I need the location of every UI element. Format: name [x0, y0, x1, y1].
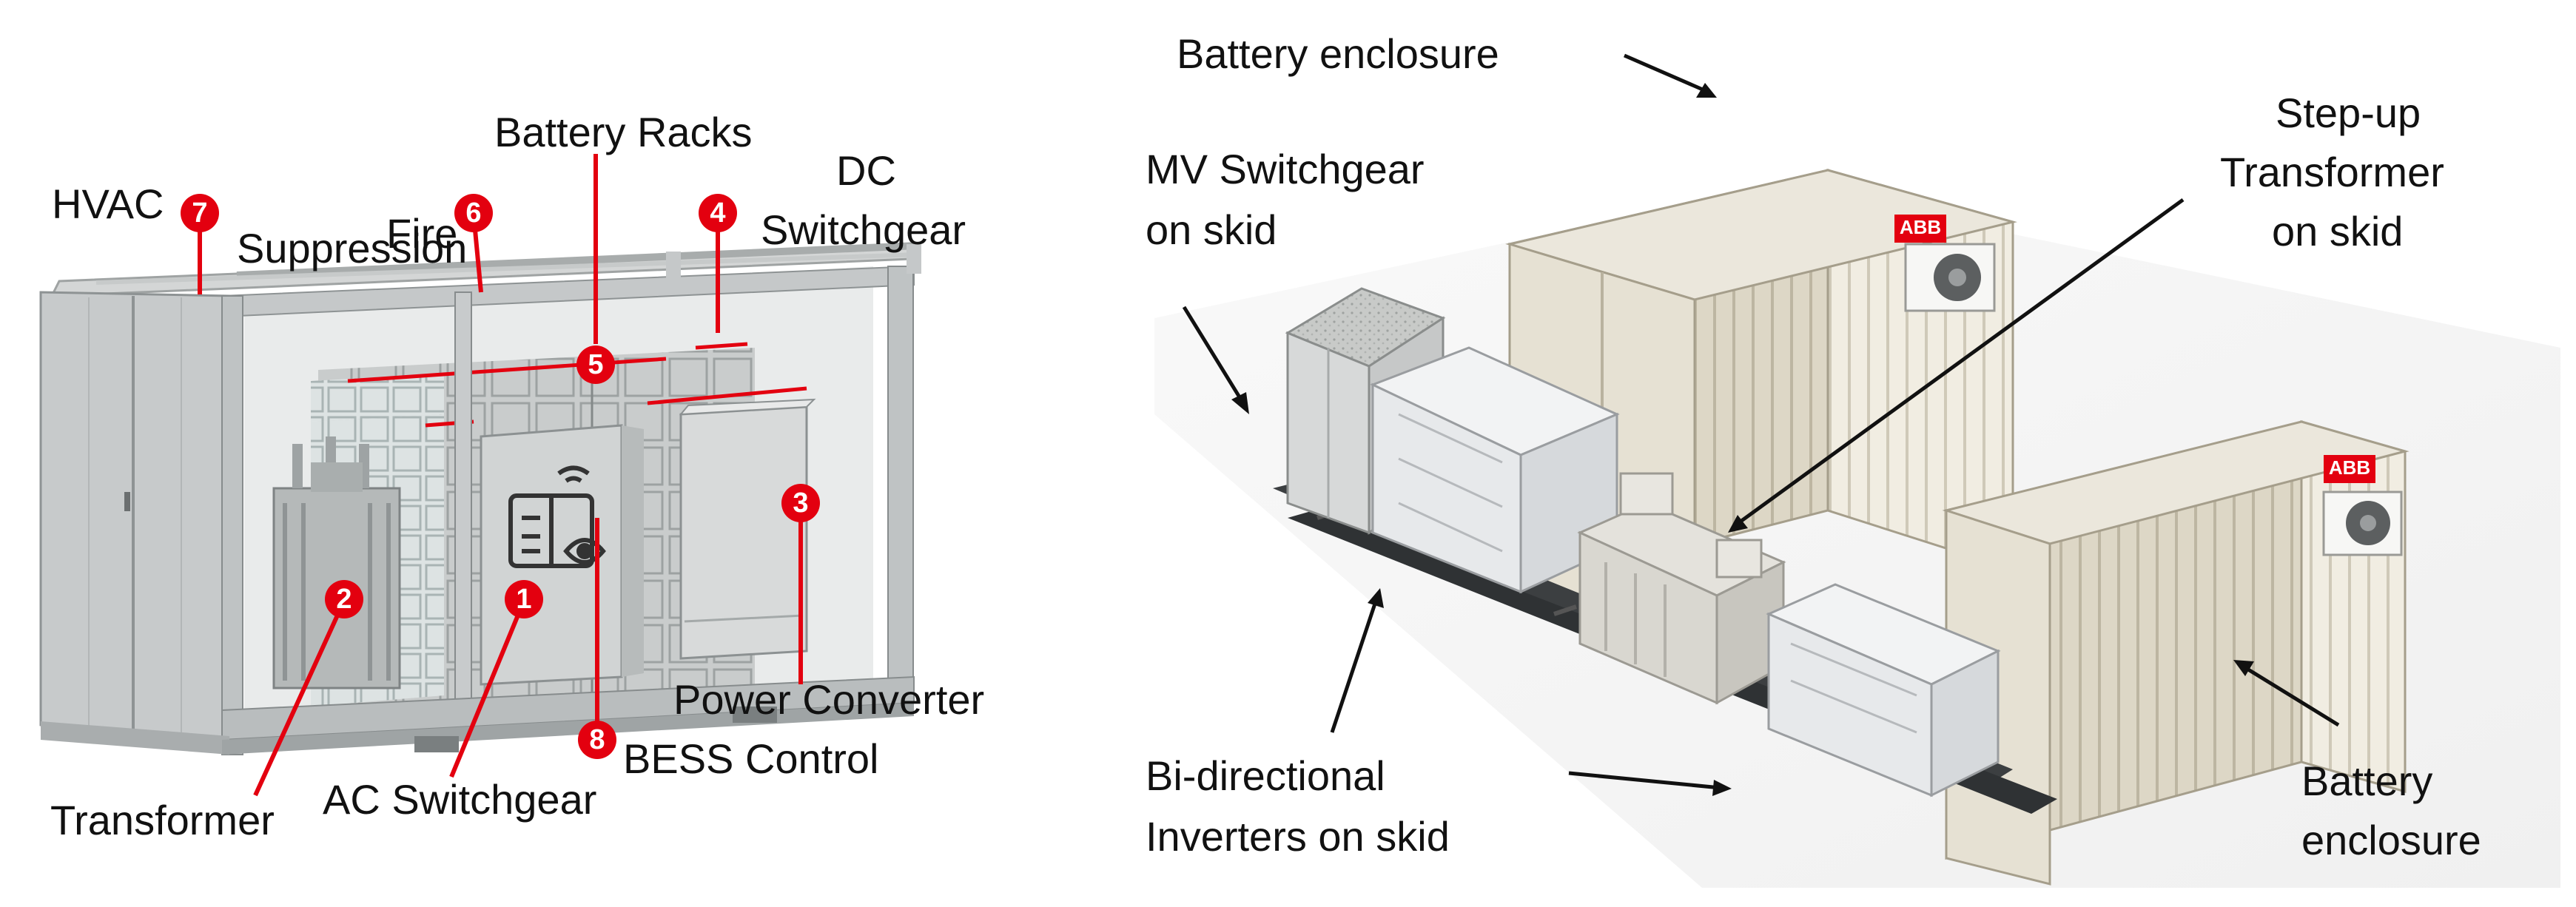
label-hvac: HVAC	[52, 181, 164, 227]
power-converter-cabinet	[679, 398, 816, 660]
label-mv-on-skid: on skid	[1146, 206, 1277, 253]
inverter-cabinets-lower	[1766, 583, 2001, 798]
badge-1: 1	[505, 580, 543, 618]
left-labels: HVAC Fire Suppression Battery Racks DC S…	[50, 109, 984, 843]
label-transformer: Transformer	[2220, 149, 2444, 195]
label-ac-switchgear: AC Switchgear	[323, 776, 596, 823]
right-labels: Battery enclosure MV Switchgear on skid …	[1146, 30, 2481, 863]
right-callout-arrows	[1182, 53, 2340, 796]
badge-6: 6	[454, 194, 493, 232]
step-up-transformer	[1577, 472, 1786, 705]
site-layout-illustration: ABB ABB	[1154, 169, 2560, 888]
label-enclosure: enclosure	[2301, 817, 2481, 863]
abb-logo-bottom: ABB	[2329, 456, 2370, 479]
label-stepup-on-skid: on skid	[2272, 208, 2403, 254]
svg-text:2: 2	[336, 584, 352, 615]
label-step-up: Step-up	[2276, 90, 2421, 136]
svg-text:8: 8	[589, 724, 605, 755]
label-battery-racks: Battery Racks	[494, 109, 753, 155]
label-bess-control: BESS Control	[623, 735, 879, 782]
left-callout-lines	[198, 154, 803, 797]
number-badges: 7 6 5 4 3 2 1 8	[181, 194, 820, 759]
label-battery: Battery	[2301, 758, 2432, 804]
svg-text:1: 1	[516, 584, 531, 615]
svg-text:7: 7	[192, 198, 207, 229]
bess-control-icon	[508, 465, 606, 568]
badge-8: 8	[578, 721, 616, 759]
label-dc: DC	[836, 147, 896, 194]
svg-text:4: 4	[710, 198, 725, 229]
inverter-cabinets-upper	[1370, 346, 1620, 594]
badge-7: 7	[181, 194, 219, 232]
svg-text:6: 6	[465, 198, 481, 229]
label-inverters-on-skid: Inverters on skid	[1146, 813, 1450, 860]
label-bi-directional: Bi-directional	[1146, 752, 1385, 799]
badge-5: 5	[576, 345, 615, 384]
label-suppression: Suppression	[237, 225, 467, 272]
label-mv-switchgear: MV Switchgear	[1146, 146, 1425, 192]
label-dc-switchgear: Switchgear	[761, 206, 966, 253]
bess-container-illustration	[39, 242, 921, 755]
badge-4: 4	[699, 194, 737, 232]
svg-text:5: 5	[588, 349, 603, 380]
svg-text:3: 3	[793, 488, 808, 519]
label-power-converter: Power Converter	[673, 676, 984, 723]
label-fire: Fire	[386, 210, 457, 257]
label-transformer: Transformer	[50, 797, 275, 843]
badge-3: 3	[781, 484, 820, 522]
badge-2: 2	[325, 580, 363, 618]
label-battery-enclosure-top: Battery enclosure	[1177, 30, 1499, 77]
abb-logo-top: ABB	[1900, 216, 1941, 238]
